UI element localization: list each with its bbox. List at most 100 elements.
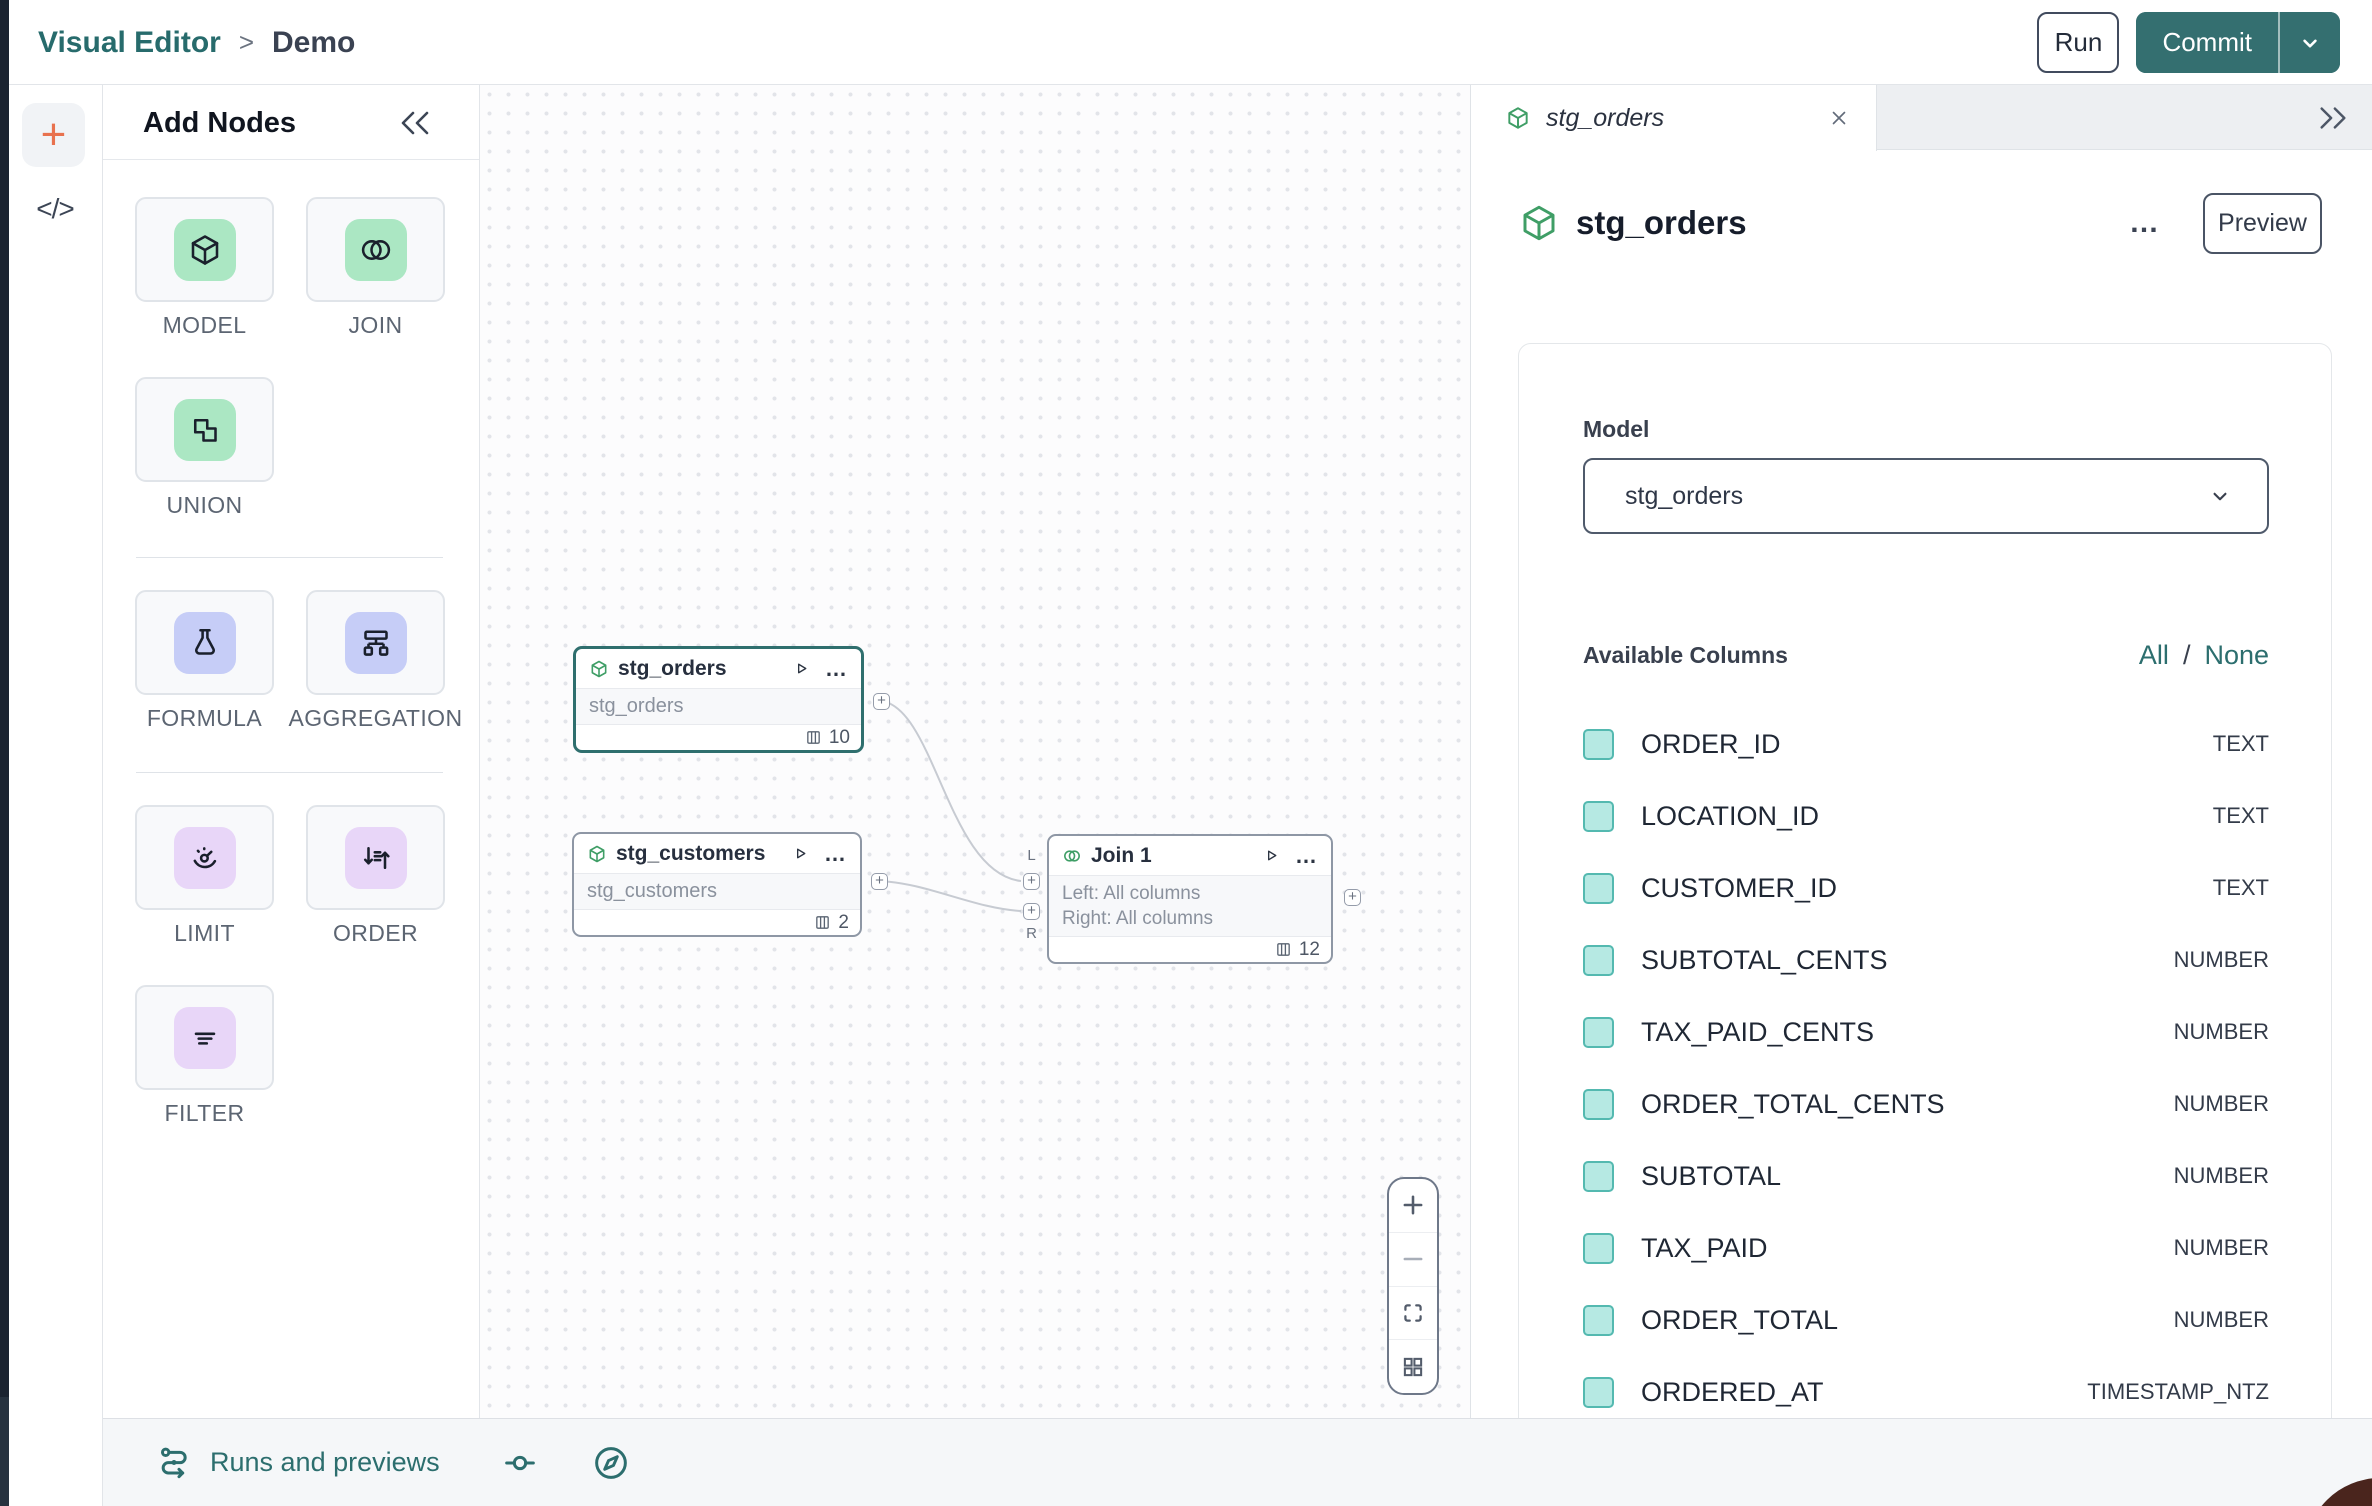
gauge-icon	[173, 826, 236, 889]
node-subtitle: stg_customers	[574, 874, 860, 910]
node-stg-orders[interactable]: stg_orders … stg_orders 10	[573, 646, 864, 753]
formula-tile-card[interactable]	[135, 590, 274, 695]
node-join-1[interactable]: Join 1 … Left: All columns Right: All co…	[1047, 834, 1333, 964]
join-right-input-port[interactable]: +	[1023, 903, 1040, 920]
column-count: 12	[1298, 938, 1320, 960]
collapse-panel-button[interactable]	[395, 105, 439, 141]
column-checkbox[interactable]	[1583, 1376, 1614, 1408]
node-tile-order: ORDER	[306, 805, 445, 947]
node-title: stg_customers	[616, 841, 766, 865]
node-more-button[interactable]: …	[1295, 842, 1318, 868]
join-tile-card[interactable]	[306, 197, 445, 302]
panel-tab-bar: stg_orders	[1471, 85, 2372, 151]
model-tile-card[interactable]	[135, 197, 274, 302]
column-checkbox[interactable]	[1583, 1088, 1614, 1120]
output-port-stg-customers[interactable]: +	[871, 873, 888, 890]
grid-icon	[1400, 1354, 1426, 1380]
pipeline-canvas[interactable]: stg_orders … stg_orders 10	[480, 85, 1470, 1418]
column-checkbox[interactable]	[1583, 1304, 1614, 1336]
aggregation-tile-card[interactable]	[306, 590, 445, 695]
column-checkbox[interactable]	[1583, 1160, 1614, 1192]
limit-tile-card[interactable]	[135, 805, 274, 910]
column-checkbox[interactable]	[1583, 944, 1614, 976]
grid-layout-button[interactable]	[1389, 1340, 1437, 1393]
aggregation-icon	[344, 611, 407, 674]
close-tab-icon[interactable]	[1828, 107, 1850, 129]
union-icon	[173, 398, 236, 461]
node-tile-filter: FILTER	[135, 985, 274, 1127]
select-none-link[interactable]: None	[2204, 640, 2269, 670]
columns-icon	[814, 914, 831, 931]
column-type: NUMBER	[2173, 1019, 2269, 1044]
node-subtitle: stg_orders	[576, 689, 861, 725]
node-footer: 2	[574, 910, 860, 935]
model-select[interactable]: stg_orders	[1583, 458, 2269, 534]
breadcrumb-visual-editor[interactable]: Visual Editor	[38, 25, 221, 59]
collapse-right-panel-button[interactable]	[2314, 99, 2358, 137]
run-node-button[interactable]	[792, 845, 809, 862]
app-edge-strip	[0, 0, 9, 1397]
runs-and-previews-button[interactable]: Runs and previews	[155, 1443, 440, 1483]
column-checkbox[interactable]	[1583, 1232, 1614, 1264]
tile-label: ORDER	[332, 920, 419, 946]
breadcrumb-page-title: Demo	[272, 25, 356, 59]
output-port-join[interactable]: +	[1344, 889, 1361, 906]
column-row: ORDERED_AT TIMESTAMP_NTZ	[1583, 1356, 2269, 1428]
run-node-button[interactable]	[793, 660, 810, 677]
node-tile-aggregation: AGGREGATION	[289, 590, 462, 732]
tile-label: UNION	[166, 492, 243, 518]
panel-more-button[interactable]: …	[2129, 206, 2161, 239]
column-row: CUSTOMER_ID TEXT	[1583, 852, 2269, 924]
commit-node-icon[interactable]	[500, 1443, 540, 1483]
run-node-button[interactable]	[1263, 847, 1280, 864]
commit-button[interactable]: Commit	[2136, 12, 2278, 73]
add-nodes-title: Add Nodes	[143, 107, 297, 139]
order-tile-card[interactable]	[306, 805, 445, 910]
commit-dropdown-button[interactable]	[2278, 12, 2340, 73]
column-checkbox[interactable]	[1583, 872, 1614, 904]
commit-split-button: Commit	[2136, 12, 2340, 73]
column-name: ORDER_TOTAL	[1641, 1304, 1839, 1335]
column-type: NUMBER	[2173, 1091, 2269, 1116]
node-header: stg_customers …	[574, 834, 860, 874]
run-button[interactable]: Run	[2037, 12, 2120, 73]
double-chevron-left-icon	[395, 106, 439, 140]
tile-label: LIMIT	[174, 920, 235, 946]
column-row: TAX_PAID NUMBER	[1583, 1212, 2269, 1284]
node-more-button[interactable]: …	[824, 840, 847, 866]
zoom-out-button[interactable]	[1389, 1233, 1437, 1287]
compass-icon[interactable]	[590, 1442, 632, 1484]
code-view-icon[interactable]: </>	[36, 193, 74, 224]
select-separator: /	[2182, 640, 2191, 670]
union-tile-card[interactable]	[135, 377, 274, 482]
output-port-stg-orders[interactable]: +	[873, 693, 890, 710]
column-checkbox[interactable]	[1583, 1016, 1614, 1048]
column-checkbox[interactable]	[1583, 728, 1614, 760]
column-row: ORDER_TOTAL_CENTS NUMBER	[1583, 1068, 2269, 1140]
add-node-button[interactable]: +	[22, 103, 85, 167]
preview-button[interactable]: Preview	[2203, 192, 2322, 254]
bottom-status-bar: Runs and previews	[103, 1418, 2372, 1506]
tile-label: AGGREGATION	[288, 705, 463, 731]
node-more-button[interactable]: …	[825, 655, 848, 681]
join-left-input-port[interactable]: +	[1023, 873, 1040, 890]
column-row: ORDER_TOTAL NUMBER	[1583, 1284, 2269, 1356]
column-checkbox[interactable]	[1583, 800, 1614, 832]
panel-header: stg_orders … Preview	[1518, 192, 2322, 254]
columns-list: ORDER_ID TEXT LOCATION_ID TEXT CUSTOMER_…	[1583, 708, 2269, 1428]
header-actions: Run Commit	[2037, 12, 2340, 73]
columns-icon	[1275, 941, 1292, 958]
fit-view-button[interactable]	[1389, 1287, 1437, 1341]
node-stg-customers[interactable]: stg_customers … stg_customers 2	[572, 832, 862, 937]
zoom-in-button[interactable]	[1389, 1179, 1437, 1233]
column-name: ORDER_TOTAL_CENTS	[1641, 1088, 1945, 1119]
column-row: ORDER_ID TEXT	[1583, 708, 2269, 780]
filter-tile-card[interactable]	[135, 985, 274, 1090]
app-edge-strip-bottom	[0, 1397, 9, 1506]
column-type: NUMBER	[2173, 1235, 2269, 1260]
tab-title: stg_orders	[1546, 103, 1665, 132]
select-all-link[interactable]: All	[2138, 640, 2169, 670]
tab-stg-orders[interactable]: stg_orders	[1471, 85, 1877, 151]
node-title: Join 1	[1091, 843, 1152, 867]
tile-label: FILTER	[164, 1100, 245, 1126]
